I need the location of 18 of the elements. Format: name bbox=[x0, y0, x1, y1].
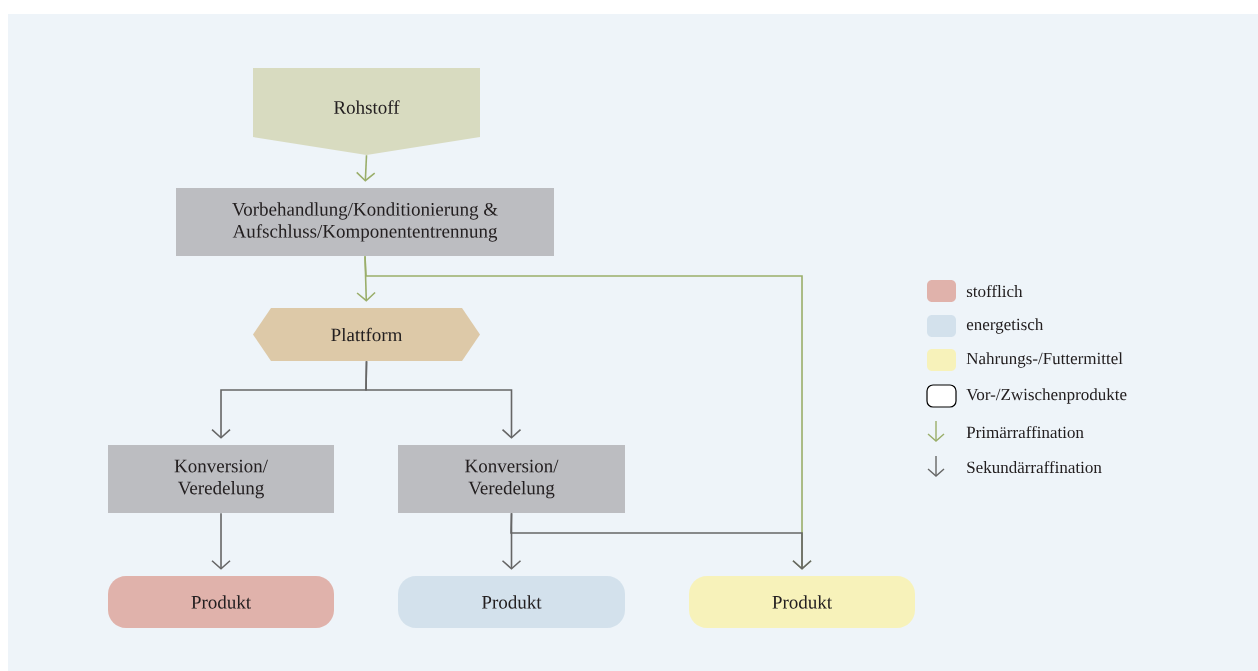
pentagon-box: Rohstoff bbox=[253, 68, 480, 155]
legend-label: Nahrungs-/Futtermittel bbox=[966, 352, 1123, 368]
product-box: Produkt bbox=[108, 576, 334, 628]
process-box: Vorbehandlung/Konditionierung & Aufschluss/Komponententrennung bbox=[176, 188, 554, 256]
process-box: Konversion/ Veredelung bbox=[108, 445, 334, 513]
arrow bbox=[211, 512, 231, 570]
product-box: Produkt bbox=[398, 576, 625, 628]
arrow bbox=[355, 154, 376, 182]
product-box: Produkt bbox=[689, 576, 915, 628]
legend-label: Vor-/Zwischenprodukte bbox=[966, 388, 1127, 404]
arrow bbox=[365, 360, 522, 439]
legend-label: Primärraffination bbox=[966, 425, 1084, 439]
arrow bbox=[510, 512, 812, 570]
process-box: Konversion/ Veredelung bbox=[398, 445, 625, 513]
legend-label: energetisch bbox=[966, 318, 1044, 334]
hexagon-box: Plattform bbox=[253, 308, 480, 361]
legend-label: stofflich bbox=[966, 284, 1023, 298]
legend-label: Sekundärraffination bbox=[967, 460, 1102, 474]
